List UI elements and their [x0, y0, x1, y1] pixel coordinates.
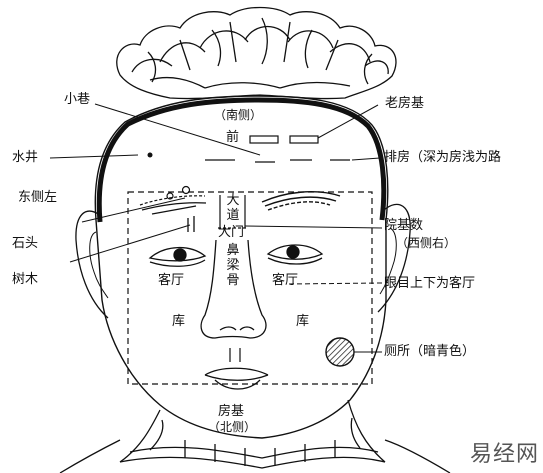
nose-bridge-lines: [218, 195, 248, 229]
label-east-left: 东侧左: [18, 190, 58, 205]
label-living-room-left: 客厅: [158, 273, 185, 288]
right-eye: [266, 244, 324, 265]
water-well-dot: [147, 152, 153, 158]
label-north-side: （北侧）: [208, 420, 257, 434]
hairline: [96, 97, 387, 223]
forehead-marks: [205, 135, 350, 163]
head-outline: [94, 95, 389, 439]
label-water-well: 水井: [12, 150, 39, 165]
left-eyebrow: [139, 185, 207, 215]
label-alley: 小巷: [64, 92, 91, 107]
philtrum: [229, 348, 241, 362]
label-stone: 石头: [12, 236, 39, 251]
label-storage-right: 库: [296, 314, 310, 329]
nose: [200, 239, 267, 339]
label-living-room-right: 客厅: [272, 273, 299, 288]
watermark-logo: 易经网: [470, 442, 540, 467]
left-eye: [148, 246, 207, 267]
left-ear-inner: [89, 231, 109, 299]
house-boundary: [127, 191, 373, 385]
right-ear-inner: [379, 227, 397, 295]
tree-strokes: [187, 216, 195, 232]
label-row-houses: 排房（深为房浅为路: [384, 150, 502, 165]
mouth: [204, 367, 269, 390]
label-tree: 树木: [12, 272, 39, 287]
label-courtyard-count: 院基数: [384, 218, 424, 233]
label-west-right: （西侧右）: [396, 236, 457, 250]
label-old-house-foundation: 老房基: [385, 96, 425, 111]
label-main-gate: 大门: [218, 225, 245, 240]
label-storage-left: 库: [172, 314, 186, 329]
label-south-side: （南侧）: [214, 108, 263, 122]
leader-lines: [49, 103, 383, 353]
right-eyebrow: [261, 191, 341, 211]
right-ear: [377, 203, 411, 313]
toilet-hatched-circle: [325, 337, 355, 367]
headdress: [116, 6, 397, 100]
label-house-foundation: 房基: [218, 404, 245, 419]
label-toilet: 厕所（暗青色）: [384, 344, 476, 359]
left-ear: [75, 210, 109, 319]
label-front: 前: [226, 130, 240, 145]
label-nose-bridge: 鼻梁骨: [226, 243, 240, 288]
neck-collar: [59, 399, 451, 473]
label-main-road: 大道: [226, 193, 240, 223]
label-eyes-living-room: 眼目上下为客厅: [384, 276, 476, 291]
